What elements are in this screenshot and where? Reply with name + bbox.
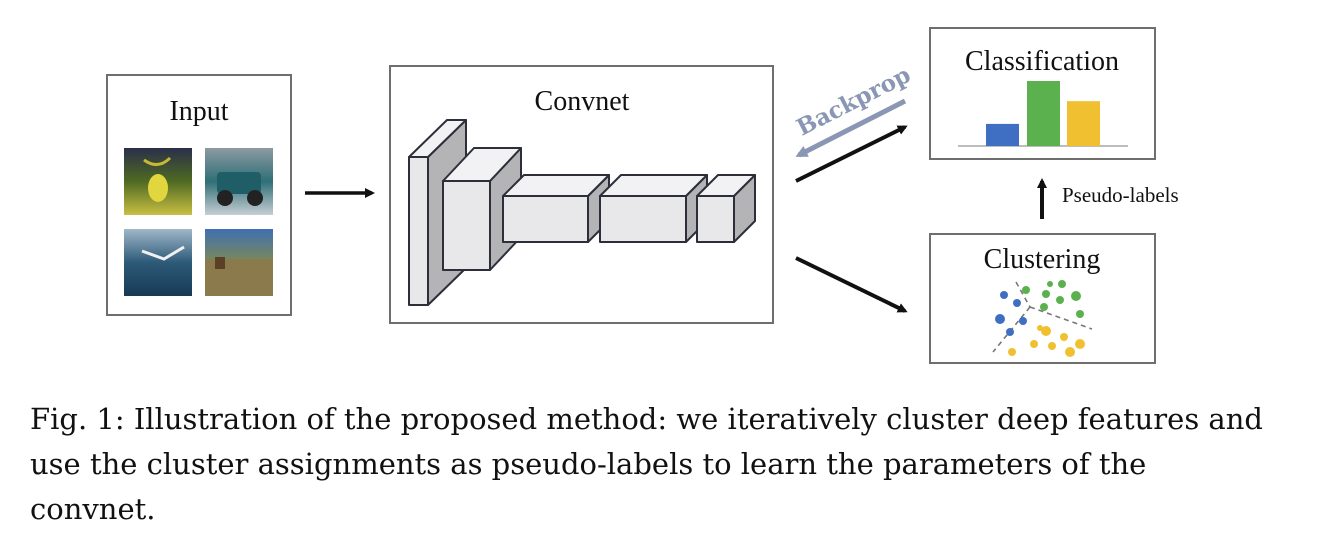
classification-bar-3 <box>1067 101 1100 146</box>
figure-caption: Fig. 1: Illustration of the proposed met… <box>30 402 1263 526</box>
cluster-point-blue <box>1006 328 1014 336</box>
cluster-points <box>995 280 1085 357</box>
classification-title: Classification <box>965 46 1119 77</box>
pseudo-labels-label: Pseudo-labels <box>1062 183 1179 207</box>
cluster-point-green <box>1056 296 1064 304</box>
clustering-box <box>929 233 1156 364</box>
deer-field-image <box>205 229 273 296</box>
cluster-point-blue <box>1000 291 1008 299</box>
cluster-point-green <box>1058 280 1066 288</box>
cluster-point-green <box>1071 291 1081 301</box>
cluster-point-blue <box>995 314 1005 324</box>
cluster-point-yellow <box>1048 342 1056 350</box>
cluster-point-yellow <box>1075 339 1085 349</box>
cluster-point-blue <box>1019 317 1027 325</box>
cluster-point-green <box>1022 286 1030 294</box>
conv-layer-3 <box>502 174 610 243</box>
convnet-to-clustering-arrow <box>795 256 908 313</box>
cluster-point-green <box>1076 310 1084 318</box>
clustering-title: Clustering <box>984 244 1101 275</box>
cluster-point-green <box>1042 290 1050 298</box>
cluster-point-yellow <box>1060 333 1068 341</box>
cluster-point-blue <box>1013 299 1021 307</box>
method-diagram: Input Convnet <box>106 27 1179 364</box>
cluster-point-yellow <box>1030 340 1038 348</box>
input-title: Input <box>169 96 228 127</box>
cluster-point-yellow <box>1008 348 1016 356</box>
cluster-point-yellow <box>1037 325 1043 331</box>
conv-layer-4 <box>599 174 708 243</box>
convnet-layers <box>408 119 756 306</box>
classification-bar-1 <box>986 123 1019 146</box>
seabird-image <box>124 229 192 296</box>
convnet-to-classification-arrow <box>795 125 908 183</box>
backprop-arrow <box>795 98 907 158</box>
conv-layer-5 <box>696 174 756 243</box>
flower-image <box>124 148 192 215</box>
cluster-point-green <box>1047 281 1053 287</box>
cluster-point-yellow <box>1041 326 1051 336</box>
convnet-title: Convnet <box>535 86 630 117</box>
cluster-point-green <box>1040 303 1048 311</box>
cluster-point-yellow <box>1065 347 1075 357</box>
car-image <box>205 148 273 215</box>
classification-bar-2 <box>1027 81 1060 146</box>
classification-bars <box>986 81 1100 146</box>
input-images <box>124 148 273 296</box>
